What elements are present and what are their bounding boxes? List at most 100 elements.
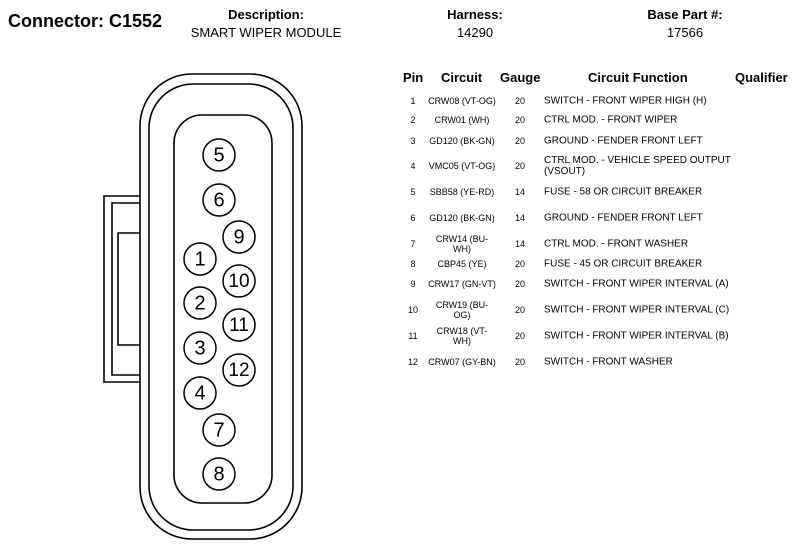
base-part-label: Base Part #: <box>647 7 723 22</box>
table-row: 7 CRW14 (BU-WH) 14 CTRL MOD. - FRONT WAS… <box>0 231 798 257</box>
pin-9: 9 <box>222 220 256 254</box>
pin-label: 8 <box>213 463 224 485</box>
col-header-gauge: Gauge <box>500 70 541 85</box>
wire-gauge: 20 <box>514 305 525 315</box>
col-header-qualifier: Qualifier <box>735 70 788 85</box>
pin-5: 5 <box>202 138 236 172</box>
pin-number: 9 <box>410 279 416 289</box>
table-row: 12 CRW07 (GY-BN) 20 SWITCH - FRONT WASHE… <box>0 349 798 375</box>
pin-label: 3 <box>194 337 205 359</box>
wire-gauge: 20 <box>514 259 525 269</box>
pin-number: 8 <box>410 259 416 269</box>
pin-label: 2 <box>194 292 205 314</box>
circuit-id: CRW08 (VT-OG) <box>428 96 496 106</box>
pin-1: 1 <box>183 242 217 276</box>
circuit-id: CRW17 (GN-VT) <box>428 279 496 289</box>
pin-label: 5 <box>213 144 224 166</box>
table-row: 5 SBB58 (YE-RD) 14 FUSE - 58 OR CIRCUIT … <box>0 179 798 205</box>
circuit-function: SWITCH - FRONT WASHER <box>544 356 673 368</box>
wire-gauge: 20 <box>514 161 525 171</box>
pin-10: 10 <box>222 264 256 298</box>
circuit-function: CTRL MOD. - VEHICLE SPEED OUTPUT (VSOUT) <box>544 155 731 177</box>
table-row: 3 GD120 (BK-GN) 20 GROUND - FENDER FRONT… <box>0 128 798 154</box>
housing-middle <box>148 83 294 531</box>
circuit-id: VMC05 (VT-OG) <box>428 161 496 171</box>
wire-gauge: 20 <box>514 331 525 341</box>
latch-outer <box>103 195 140 383</box>
pin-number: 1 <box>410 96 416 106</box>
circuit-function: CTRL MOD. - FRONT WASHER <box>544 238 689 250</box>
circuit-id: SBB58 (YE-RD) <box>429 187 495 197</box>
pin-label: 11 <box>229 315 249 336</box>
pin-number: 10 <box>407 305 418 315</box>
pin-label: 4 <box>194 382 205 404</box>
pin-label: 7 <box>213 419 224 441</box>
circuit-function: SWITCH - FRONT WIPER INTERVAL (A) <box>544 278 729 290</box>
circuit-function: FUSE - 58 OR CIRCUIT BREAKER <box>544 186 703 198</box>
wire-gauge: 20 <box>514 357 525 367</box>
latch-step <box>117 232 140 346</box>
pin-7: 7 <box>202 413 236 447</box>
circuit-id: CBP45 (YE) <box>437 259 487 269</box>
harness-block: Harness: 14290 <box>430 7 520 40</box>
pin-number: 12 <box>407 357 418 367</box>
housing-outer <box>139 73 303 540</box>
wire-gauge: 14 <box>514 239 525 249</box>
wire-gauge: 14 <box>514 187 525 197</box>
pin-3: 3 <box>183 331 217 365</box>
circuit-function: GROUND - FENDER FRONT LEFT <box>544 135 703 147</box>
col-header-circuit: Circuit <box>441 70 483 85</box>
pin-circle <box>202 413 236 447</box>
description-block: Description: SMART WIPER MODULE <box>186 7 346 40</box>
circuit-function: FUSE - 45 OR CIRCUIT BREAKER <box>544 258 703 270</box>
description-label: Description: <box>228 7 304 22</box>
col-header-pin: Pin <box>403 70 424 85</box>
base-part-value: 17566 <box>666 25 704 40</box>
circuit-id: CRW19 (BU-OG) <box>435 300 489 320</box>
description-value: SMART WIPER MODULE <box>190 25 342 40</box>
pin-circle <box>222 308 256 342</box>
circuit-function: SWITCH - FRONT WIPER INTERVAL (B) <box>544 330 729 342</box>
pin-number: 6 <box>410 213 416 223</box>
latch-inner <box>111 202 140 376</box>
harness-label: Harness: <box>447 7 503 22</box>
pin-number: 3 <box>410 136 416 146</box>
table-row: 4 VMC05 (VT-OG) 20 CTRL MOD. - VEHICLE S… <box>0 153 798 179</box>
pin-number: 5 <box>410 187 416 197</box>
table-row: 9 CRW17 (GN-VT) 20 SWITCH - FRONT WIPER … <box>0 271 798 297</box>
circuit-function: SWITCH - FRONT WIPER HIGH (H) <box>544 95 707 107</box>
wire-gauge: 20 <box>514 115 525 125</box>
pin-circle <box>183 286 217 320</box>
col-header-function: Circuit Function <box>588 70 688 85</box>
pin-2: 2 <box>183 286 217 320</box>
pin-circle <box>202 138 236 172</box>
wire-gauge: 20 <box>514 96 525 106</box>
pin-8: 8 <box>202 457 236 491</box>
pin-number: 2 <box>410 115 416 125</box>
pin-circle <box>183 376 217 410</box>
circuit-id: GD120 (BK-GN) <box>429 213 495 223</box>
pin-12: 12 <box>222 353 256 387</box>
table-row: 10 CRW19 (BU-OG) 20 SWITCH - FRONT WIPER… <box>0 297 798 323</box>
circuit-id: GD120 (BK-GN) <box>429 136 495 146</box>
pin-circle <box>183 331 217 365</box>
circuit-id: CRW18 (VT-WH) <box>436 326 488 346</box>
pin-number: 11 <box>408 331 418 341</box>
pin-label: 12 <box>228 360 249 381</box>
pin-label: 1 <box>194 248 205 270</box>
table-row: 8 CBP45 (YE) 20 FUSE - 45 OR CIRCUIT BRE… <box>0 251 798 277</box>
wire-gauge: 14 <box>514 213 525 223</box>
circuit-function: SWITCH - FRONT WIPER INTERVAL (C) <box>544 304 730 316</box>
circuit-id: CRW14 (BU-WH) <box>435 234 489 254</box>
table-row: 6 GD120 (BK-GN) 14 GROUND - FENDER FRONT… <box>0 205 798 231</box>
table-row: 2 CRW01 (WH) 20 CTRL MOD. - FRONT WIPER <box>0 107 798 133</box>
pin-circle <box>222 264 256 298</box>
connector-housing <box>103 73 303 540</box>
pin-circle <box>222 220 256 254</box>
pin-label: 9 <box>233 226 244 248</box>
pin-4: 4 <box>183 376 217 410</box>
pin-6: 6 <box>202 183 236 217</box>
circuit-function: GROUND - FENDER FRONT LEFT <box>544 212 703 224</box>
wire-gauge: 20 <box>514 279 525 289</box>
